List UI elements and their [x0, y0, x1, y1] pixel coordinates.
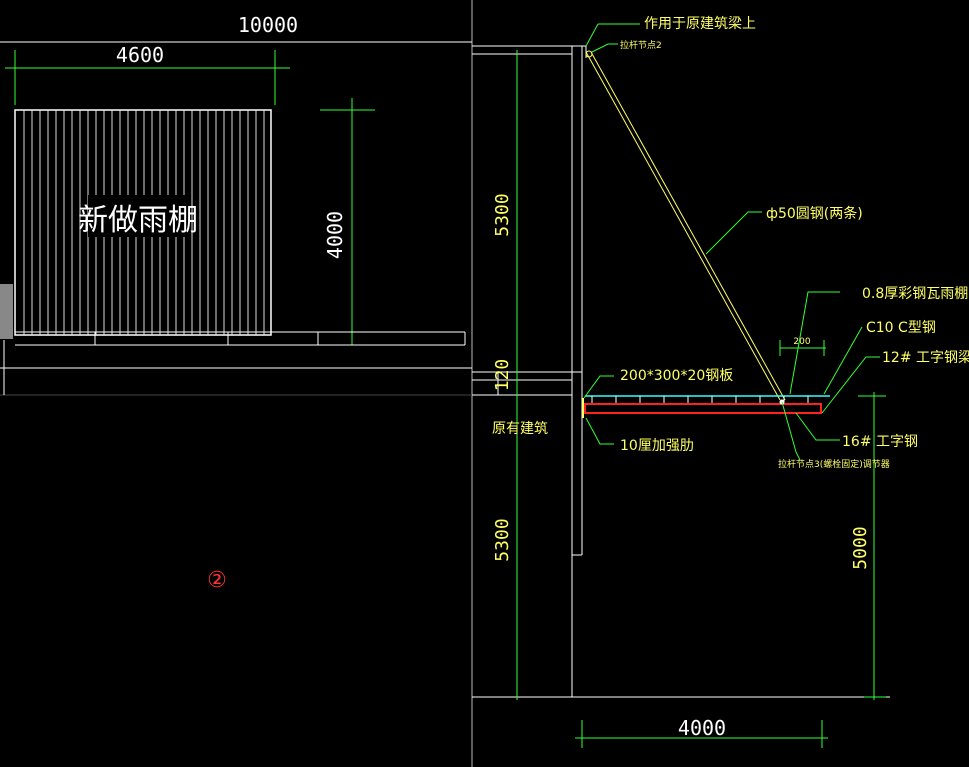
tie-rod-1: [585, 51, 781, 401]
label-plate: 200*300*20钢板: [620, 368, 733, 384]
canopy-title: 新做雨棚: [78, 203, 198, 238]
leader-rib: [585, 417, 614, 445]
leader-top-beam: [585, 23, 599, 47]
dim-total-label: 10000: [238, 13, 298, 37]
label-top-beam: 作用于原建筑梁上: [644, 16, 756, 32]
leader-beam12: [821, 356, 880, 414]
leader-rod: [705, 211, 762, 255]
leader-roof: [789, 291, 840, 395]
label-beam12: 12# 工字钢梁: [882, 350, 969, 366]
leader-beam16: [795, 412, 840, 441]
title-mask: [88, 195, 188, 237]
dim-spacing-label: 200: [793, 337, 810, 347]
plan-view: 10000 4600 新做雨棚 4000 ②: [0, 0, 473, 767]
column-block: [0, 284, 13, 339]
dim-width-label: 4600: [116, 43, 164, 67]
i-beam-16: [584, 403, 822, 414]
label-beam16: 16# 工字钢: [842, 434, 918, 450]
dim-lower-label: 5300: [492, 518, 513, 561]
canopy-outline: [14, 109, 272, 336]
dim-ground-label: 5000: [850, 526, 871, 569]
label-roof: 0.8厚彩钢瓦雨棚: [862, 286, 968, 302]
leader-joint2: [591, 43, 618, 53]
joint2-node: [585, 50, 593, 58]
leader-joint3: [781, 401, 801, 461]
label-joint3: 拉杆节点3(螺栓固定)调节器: [778, 458, 890, 470]
dim-bottom-label: 4000: [678, 716, 726, 740]
leader-purlin: [823, 326, 863, 395]
label-rib: 10厘加强肋: [620, 438, 694, 454]
dim-upper-label: 5300: [492, 193, 513, 236]
label-purlin: C10 C型钢: [866, 320, 936, 336]
leader-plate: [583, 375, 614, 399]
dim-small-label: 120: [492, 359, 513, 392]
tie-rod-2: [590, 51, 786, 401]
label-rod: ф50圆钢(两条): [766, 205, 863, 222]
purlin-ticks: [591, 396, 809, 403]
label-joint2: 拉杆节点2: [620, 39, 662, 51]
label-existing: 原有建筑: [492, 421, 548, 437]
dim-depth-label: 4000: [323, 211, 347, 259]
detail-marker: ②: [207, 568, 227, 593]
section-view: 5300 5300 120 5000 4000 200: [472, 16, 969, 748]
